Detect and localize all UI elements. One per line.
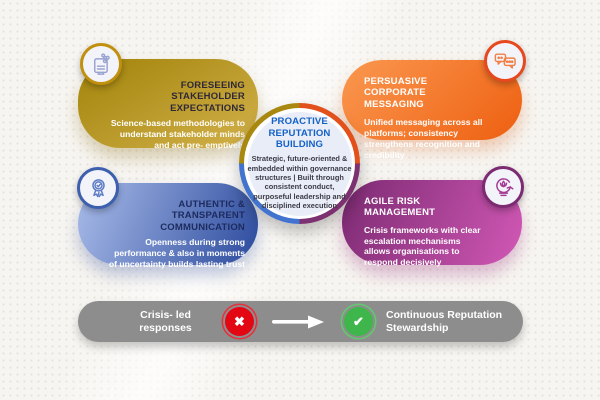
quadrant-body: Unified messaging across all platforms; …	[364, 117, 483, 160]
icon-badge-authentic	[77, 167, 119, 209]
continuous-reputation-stewardship-label: Continuous Reputation Stewardship	[386, 309, 503, 334]
award-ribbon-icon	[91, 178, 105, 197]
crisis-led-responses-label: Crisis- led responses	[139, 309, 192, 334]
risk-cycle-icon	[495, 177, 513, 196]
center-circle-content: PROACTIVE REPUTATION BUILDING Strategic,…	[247, 111, 352, 216]
quadrant-title: AGILE RISK MANAGEMENT	[364, 196, 436, 219]
quadrant-body: Science-based methodologies to understan…	[110, 118, 245, 150]
quadrant-authentic-transparent-communication: AUTHENTIC & TRANSPARENT COMMUNICATION Op…	[78, 183, 258, 269]
quadrant-body: Openness during strong performance & als…	[108, 237, 245, 269]
check-badge: ✔	[344, 307, 373, 336]
quadrant-persuasive-corporate-messaging: PERSUASIVE CORPORATE MESSAGING Unified m…	[342, 60, 522, 160]
icon-badge-persuasive	[484, 40, 526, 82]
book-molecule-icon	[93, 52, 110, 75]
quadrant-foreseeing-stakeholder-expectations: FORESEEING STAKEHOLDER EXPECTATIONS Scie…	[78, 59, 258, 150]
quadrant-title: AUTHENTIC & TRANSPARENT COMMUNICATION	[160, 199, 245, 233]
check-icon: ✔	[353, 313, 364, 329]
x-icon: ✖	[234, 313, 245, 329]
center-circle: PROACTIVE REPUTATION BUILDING Strategic,…	[239, 103, 360, 224]
footer-bar: Crisis- led responses ✖ ✔ Continuous Rep…	[78, 301, 523, 342]
quadrant-title: FORESEEING STAKEHOLDER EXPECTATIONS	[170, 80, 245, 114]
x-badge: ✖	[225, 307, 254, 336]
icon-badge-agile-risk	[482, 166, 524, 208]
quadrant-title: PERSUASIVE CORPORATE MESSAGING	[364, 76, 428, 110]
quadrant-body: Crisis frameworks with clear escalation …	[364, 224, 481, 268]
center-title: PROACTIVE REPUTATION BUILDING	[268, 116, 331, 150]
center-body: Strategic, future-oriented & embedded wi…	[247, 154, 352, 211]
chat-bubbles-icon	[494, 52, 516, 69]
icon-badge-foreseeing	[80, 43, 122, 85]
arrow-right-icon	[272, 315, 324, 329]
